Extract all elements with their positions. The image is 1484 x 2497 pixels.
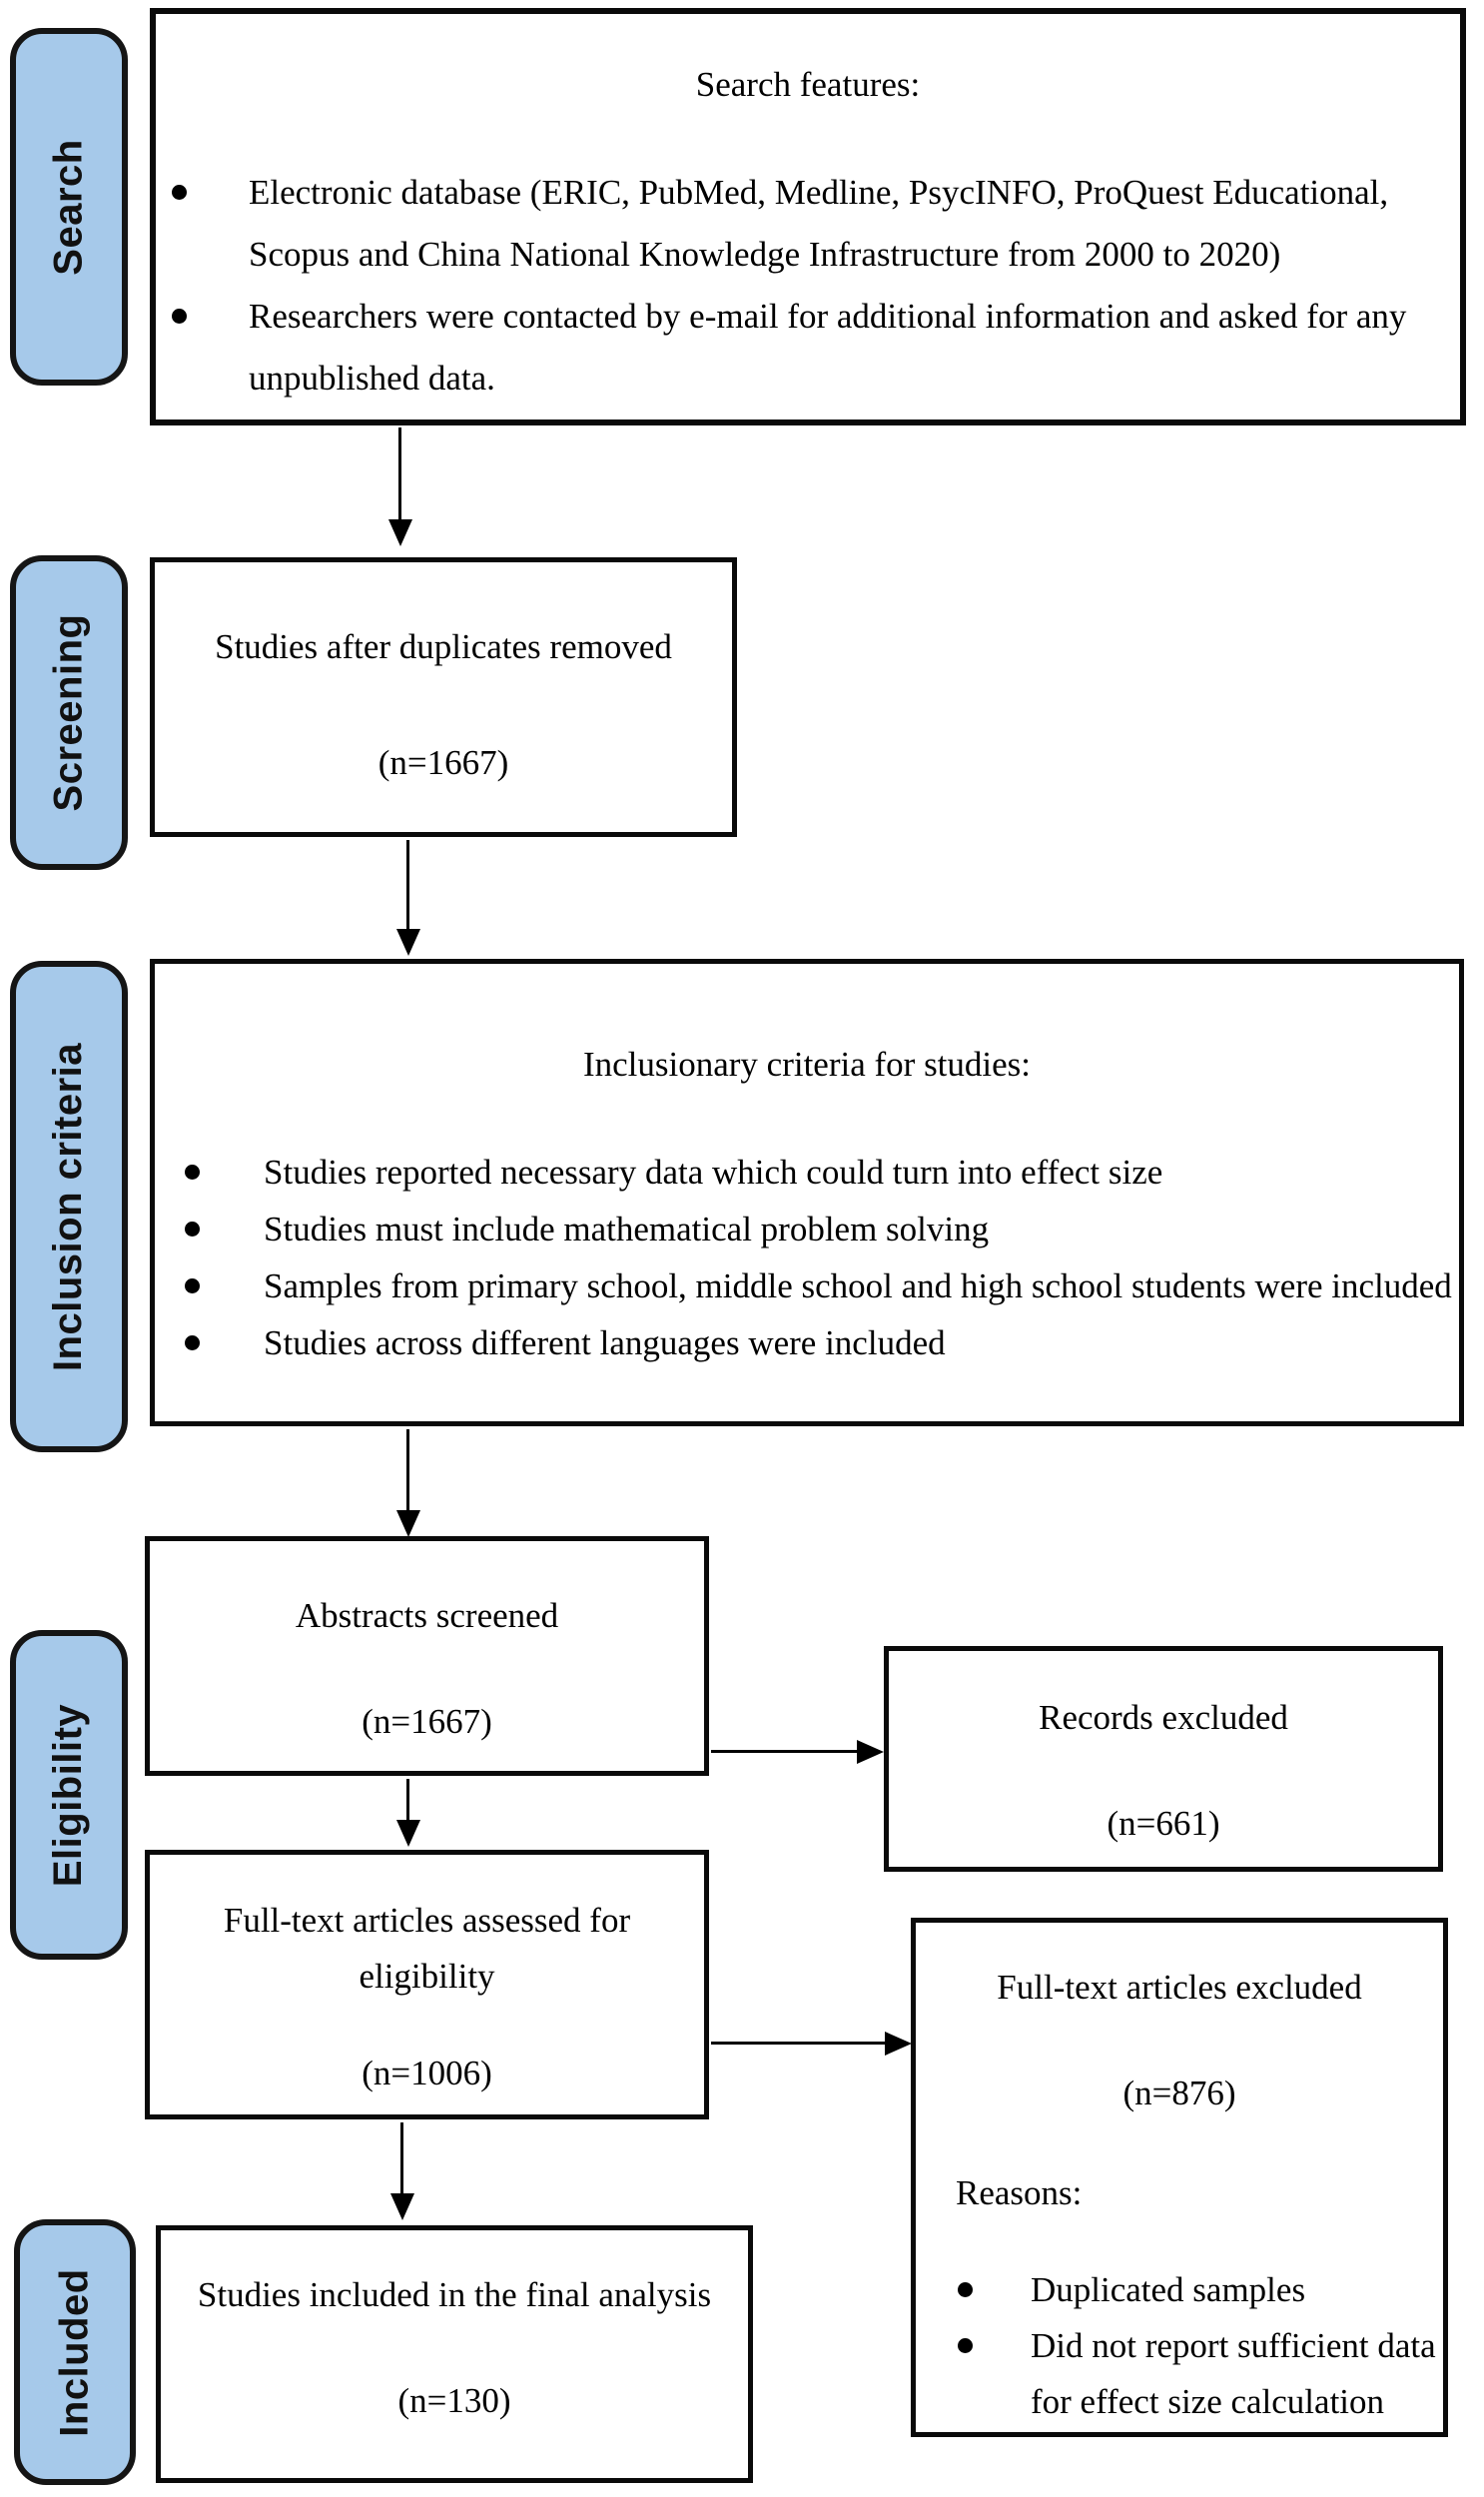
inclusion-criteria-box: Inclusionary criteria for studies: Studi… <box>150 959 1464 1426</box>
arrowhead-down-icon <box>390 2193 414 2220</box>
abstracts-screened-box: Abstracts screened (n=1667) <box>145 1536 709 1776</box>
stage-label-inclusion-criteria: Inclusion criteria <box>10 961 128 1452</box>
final-included-box: Studies included in the final analysis (… <box>156 2225 753 2483</box>
bullet-line: Studies must include mathematical proble… <box>264 1210 990 1248</box>
inclusion-criteria-bullets: Studies reported necessary data which co… <box>155 1144 1459 1371</box>
arrowhead-right-icon <box>857 1740 884 1764</box>
abstracts-screened-title: Abstracts screened <box>295 1596 559 1635</box>
search-features-bullet-text: Electronic database (ERIC, PubMed, Medli… <box>249 162 1388 286</box>
inclusion-bullet: Samples from primary school, middle scho… <box>155 1257 1459 1314</box>
bullet-dot-icon <box>185 1335 200 1350</box>
records-excluded-title: Records excluded <box>1039 1698 1288 1737</box>
title-line: Full-text articles assessed for <box>223 1901 631 1940</box>
stage-label-inclusion-criteria-text: Inclusion criteria <box>46 1042 91 1371</box>
fulltext-excluded-reasons-label: Reasons: <box>956 2173 1083 2212</box>
bullet-line: Researchers were contacted by e-mail for… <box>249 297 1407 336</box>
search-features-bullet-text: Researchers were contacted by e-mail for… <box>249 286 1406 410</box>
reason-bullet-text: Duplicated samples <box>1031 2262 1305 2318</box>
arrow-line <box>400 2122 403 2193</box>
arrow-line <box>406 840 409 929</box>
reason-bullet: Duplicated samples <box>916 2262 1443 2318</box>
duplicates-removed-count: (n=1667) <box>377 743 509 782</box>
arrow-line <box>711 1750 857 1753</box>
inclusion-bullet: Studies reported necessary data which co… <box>155 1144 1459 1201</box>
duplicates-removed-box: Studies after duplicates removed (n=1667… <box>150 557 737 837</box>
bullet-line: Studies across different languages were … <box>264 1323 946 1362</box>
fulltext-excluded-box: Full-text articles excluded (n=876) Reas… <box>911 1918 1448 2437</box>
stage-label-eligibility-text: Eligibility <box>46 1703 91 1887</box>
arrowhead-down-icon <box>388 519 412 546</box>
bullet-line: Electronic database (ERIC, PubMed, Medli… <box>249 173 1389 212</box>
arrow-line <box>711 2042 885 2045</box>
fulltext-assessed-title: Full-text articles assessed for eligibil… <box>150 1893 704 2005</box>
arrowhead-right-icon <box>885 2032 912 2056</box>
bullet-dot-icon <box>958 2338 973 2353</box>
inclusion-criteria-title: Inclusionary criteria for studies: <box>582 1045 1032 1084</box>
stage-label-search-text: Search <box>46 138 91 276</box>
bullet-dot-icon <box>185 1278 200 1293</box>
stage-label-eligibility: Eligibility <box>10 1630 128 1960</box>
bullet-dot-icon <box>958 2282 973 2297</box>
stage-label-included-text: Included <box>52 2267 97 2437</box>
fulltext-assessed-box: Full-text articles assessed for eligibil… <box>145 1850 709 2119</box>
inclusion-bullet: Studies must include mathematical proble… <box>155 1201 1459 1257</box>
bullet-line: Studies reported necessary data which co… <box>264 1153 1163 1192</box>
arrow-line <box>398 427 401 519</box>
arrow-line <box>406 1429 409 1510</box>
stage-label-screening: Screening <box>10 555 128 870</box>
final-included-count: (n=130) <box>397 2381 511 2420</box>
arrow-line <box>406 1779 409 1820</box>
bullet-dot-icon <box>172 309 187 324</box>
reason-bullet: Did not report sufficient data for effec… <box>916 2318 1443 2430</box>
search-features-bullet: Electronic database (ERIC, PubMed, Medli… <box>156 162 1460 286</box>
arrowhead-down-icon <box>396 1820 420 1847</box>
title-line: eligibility <box>359 1957 495 1996</box>
bullet-line: for effect size calculation <box>1031 2382 1385 2421</box>
fulltext-excluded-count: (n=876) <box>1122 2074 1236 2112</box>
final-included-title: Studies included in the final analysis <box>197 2275 712 2314</box>
fulltext-assessed-count: (n=1006) <box>362 2054 492 2092</box>
arrowhead-down-icon <box>396 1510 420 1537</box>
stage-label-screening-text: Screening <box>46 613 91 812</box>
bullet-line: unpublished data. <box>249 359 495 398</box>
records-excluded-count: (n=661) <box>1107 1804 1220 1843</box>
bullet-line: Samples from primary school, middle scho… <box>264 1266 1452 1305</box>
bullet-dot-icon <box>185 1222 200 1237</box>
arrowhead-down-icon <box>396 929 420 956</box>
search-features-box: Search features: Electronic database (ER… <box>150 8 1466 425</box>
bullet-dot-icon <box>185 1165 200 1180</box>
bullet-dot-icon <box>172 185 187 200</box>
records-excluded-box: Records excluded (n=661) <box>884 1646 1443 1872</box>
fulltext-excluded-title: Full-text articles excluded <box>997 1968 1362 2007</box>
bullet-line: Did not report sufficient data <box>1031 2326 1436 2365</box>
reason-bullet-text: Did not report sufficient data for effec… <box>1031 2318 1436 2430</box>
search-features-title: Search features: <box>695 65 921 104</box>
abstracts-screened-count: (n=1667) <box>362 1702 492 1741</box>
duplicates-removed-title: Studies after duplicates removed <box>215 627 672 666</box>
search-features-bullet: Researchers were contacted by e-mail for… <box>156 286 1460 410</box>
bullet-line: Scopus and China National Knowledge Infr… <box>249 235 1281 274</box>
bullet-line: Duplicated samples <box>1031 2270 1306 2309</box>
inclusion-bullet: Studies across different languages were … <box>155 1314 1459 1371</box>
fulltext-excluded-reasons: Duplicated samples Did not report suffic… <box>916 2262 1443 2430</box>
stage-label-search: Search <box>10 28 128 386</box>
stage-label-included: Included <box>14 2219 136 2485</box>
